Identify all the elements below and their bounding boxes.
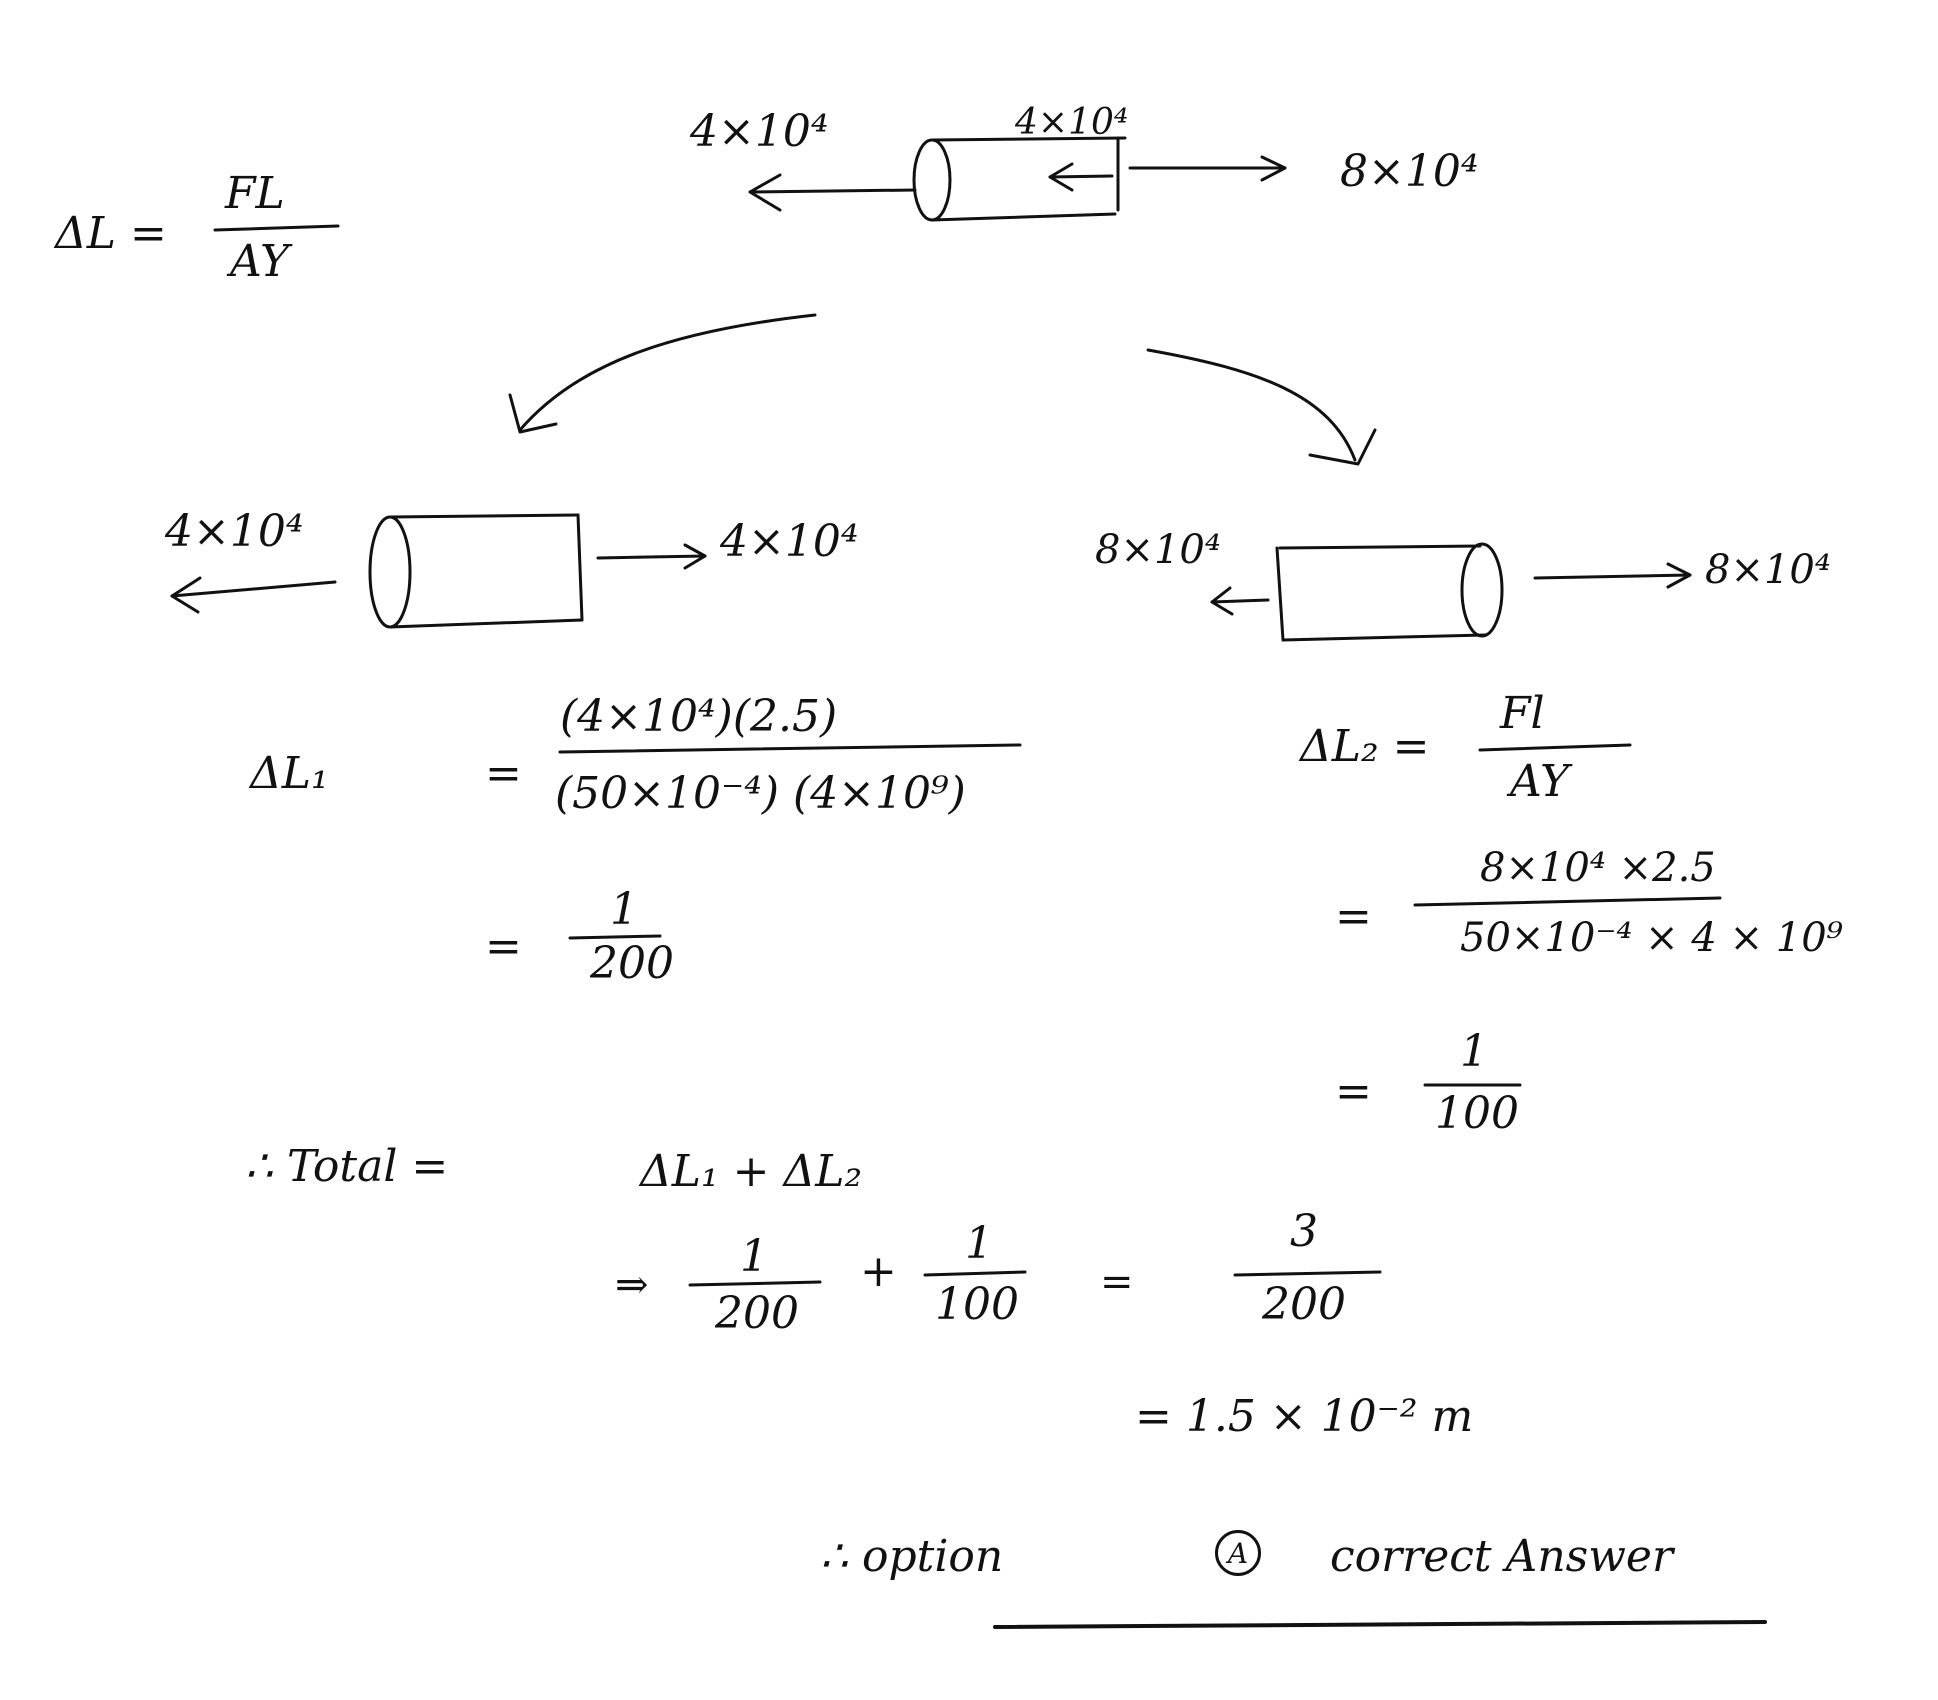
branch-arrow-right [1146,348,1377,466]
option-a-circle: A [1215,1530,1261,1576]
left-rod-right-arrow [596,543,707,570]
calc2-denominator2: 50×10⁻⁴ × 4 × 10⁹ [1460,915,1843,961]
calc2-bar2 [1413,896,1722,907]
calc2-numerator2: 8×10⁴ ×2.5 [1480,845,1716,891]
total-plus: + [860,1246,897,1297]
top-right-arrow [1128,155,1287,182]
conclusion-prefix: ∴ option [820,1531,1004,1582]
calc1-result-num: 1 [610,884,638,935]
calc2-numerator: Fl [1500,688,1545,739]
calc1-result-den: 200 [590,938,674,989]
top-force-right: 8×10⁴ [1340,146,1479,197]
calc2-lhs: ΔL₂ = [1300,721,1430,772]
left-rod [368,513,584,629]
left-rod-left-arrow [170,576,337,614]
right-rod-left-arrow [1210,586,1270,616]
top-left-arrow [748,173,917,212]
top-force-left: 4×10⁴ [690,106,829,157]
left-rod-force-left: 4×10⁴ [165,506,304,557]
calc1-lhs: ΔL₁ [250,748,329,799]
conclusion-suffix: correct Answer [1330,1531,1673,1582]
formula-numerator: FL [225,168,285,219]
calc2-result-num: 1 [1460,1026,1488,1077]
total-arrow: ⇒ [615,1262,649,1308]
right-rod-right-arrow [1533,562,1692,589]
calc1-eq: = [485,748,522,799]
formula-lhs: ΔL = [55,208,167,259]
total-sum: ΔL₁ + ΔL₂ [640,1146,863,1197]
top-rod [912,136,1127,222]
calc2-result-den: 100 [1435,1088,1519,1139]
total-term2-den: 100 [935,1279,1019,1330]
right-rod-force-right: 8×10⁴ [1705,547,1831,593]
calc1-denominator: (50×10⁻⁴) (4×10⁹) [555,768,966,819]
total-term1-den: 200 [715,1288,799,1339]
total-r-bar [1233,1270,1382,1277]
total-eq: = [1100,1259,1134,1305]
calc1-result-bar [568,934,662,940]
right-rod-force-left: 8×10⁴ [1095,527,1221,573]
calc2-bar [1478,743,1632,752]
total-decimal: = 1.5 × 10⁻² m [1135,1391,1474,1442]
right-rod [1275,542,1504,642]
total-term2-num: 1 [965,1218,993,1269]
calc2-denominator: AY [1510,756,1570,807]
calc1-bar [558,743,1022,754]
formula-denominator: AY [230,236,290,287]
left-rod-force-right: 4×10⁴ [720,516,859,567]
calc2-eq: = [1335,891,1372,942]
total-t1-bar [688,1280,822,1287]
formula-bar [213,224,340,232]
total-result-den: 200 [1262,1279,1346,1330]
total-term1-num: 1 [740,1231,768,1282]
top-mid-arrow [1048,162,1114,192]
calc1-result-eq: = [485,921,522,972]
calc2-result-eq: = [1335,1066,1372,1117]
total-t2-bar [923,1270,1027,1277]
branch-arrow-left [508,313,817,434]
calc1-numerator: (4×10⁴)(2.5) [560,691,838,742]
total-result-num: 3 [1290,1206,1318,1257]
conclusion-underline [993,1620,1767,1629]
total-label: ∴ Total = [245,1141,449,1192]
top-force-mid: 4×10⁴ [1015,102,1129,143]
